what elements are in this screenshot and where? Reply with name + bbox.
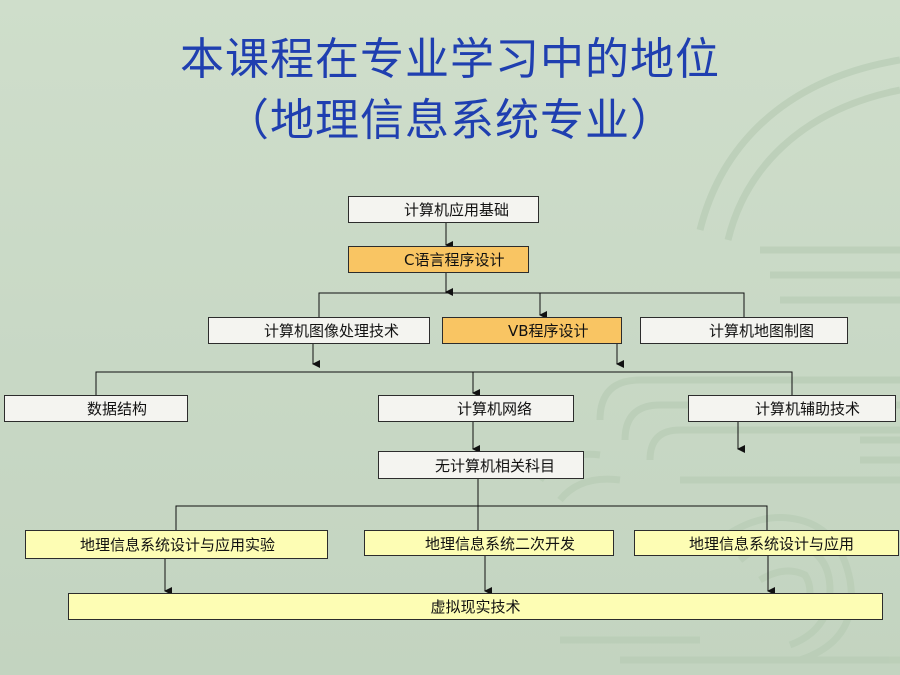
node-cad: 计算机辅助技术: [688, 395, 896, 422]
node-gis-design-app: 地理信息系统设计与应用: [634, 530, 899, 556]
node-image-processing: 计算机图像处理技术: [208, 317, 430, 344]
node-cad-label: 计算机辅助技术: [755, 400, 861, 418]
node-gis-secondary-dev-label: 地理信息系统二次开发: [425, 534, 576, 553]
title-line-1: 本课程在专业学习中的地位: [180, 34, 720, 85]
node-virtual-reality: 虚拟现实技术: [68, 593, 883, 620]
node-computer-network: 计算机网络: [378, 395, 574, 422]
node-c-programming: C语言程序设计: [348, 246, 529, 273]
node-data-structures: 数据结构: [4, 395, 188, 422]
node-map-making-label: 计算机地图制图: [709, 322, 815, 340]
node-non-computer-label: 无计算机相关科目: [435, 456, 556, 475]
node-map-making: 计算机地图制图: [640, 317, 848, 344]
node-virtual-reality-label: 虚拟现实技术: [430, 598, 521, 616]
node-gis-design-lab-label: 地理信息系统设计与应用实验: [80, 536, 276, 554]
node-non-computer: 无计算机相关科目: [378, 451, 584, 479]
node-data-structures-label: 数据结构: [87, 400, 148, 418]
node-image-processing-label: 计算机图像处理技术: [264, 322, 400, 340]
node-gis-design-app-label: 地理信息系统设计与应用: [689, 534, 855, 553]
node-computer-basics: 计算机应用基础: [348, 196, 539, 223]
node-computer-network-label: 计算机网络: [457, 400, 533, 418]
title-line-2: （地理信息系统专业）: [225, 95, 675, 146]
node-c-programming-label: C语言程序设计: [404, 251, 505, 269]
node-computer-basics-label: 计算机应用基础: [404, 201, 510, 219]
node-vb-programming-label: VB程序设计: [508, 322, 589, 340]
node-gis-design-lab: 地理信息系统设计与应用实验: [25, 530, 328, 559]
node-vb-programming: VB程序设计: [442, 317, 622, 344]
node-gis-secondary-dev: 地理信息系统二次开发: [364, 530, 614, 556]
